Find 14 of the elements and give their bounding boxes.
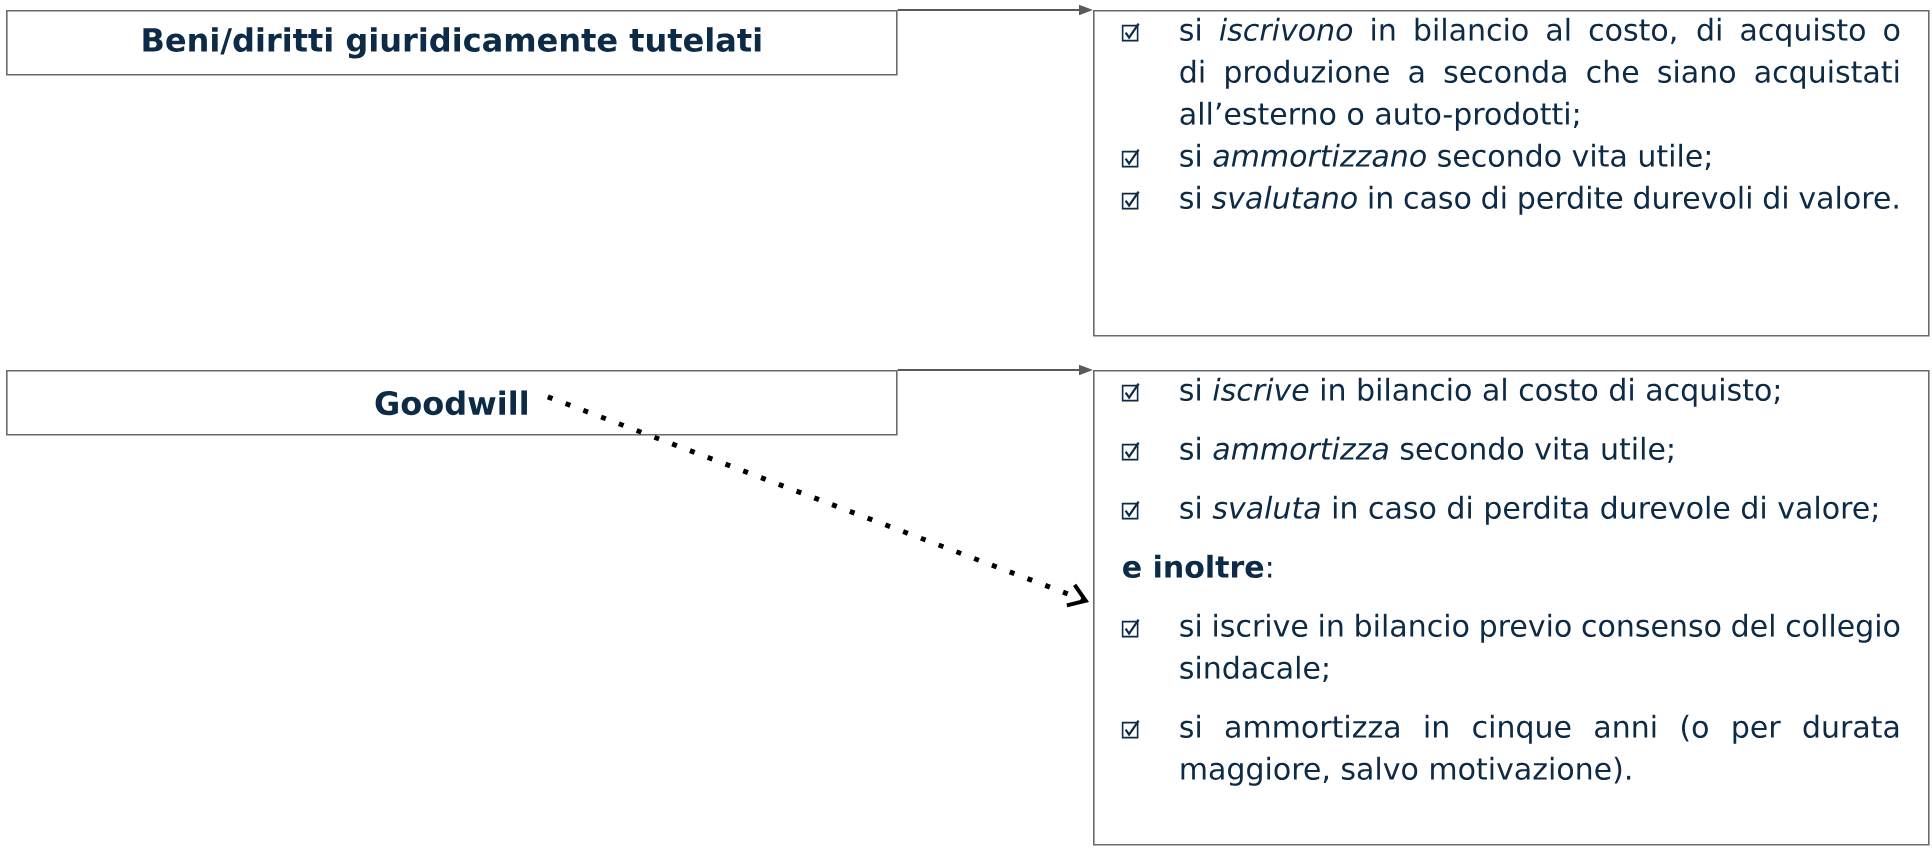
list-item: si svalutano in caso di perdite durevoli di valore.: [1180, 185, 1898, 215]
list-item: si svaluta in caso di perdita durevole di valore;: [1180, 495, 1877, 525]
list-item: si iscrive in bilancio previo consenso del collegio sindacale;: [1180, 613, 1900, 683]
list-item: si ammortizzano secondo vita utile;: [1180, 143, 1710, 171]
list-heading: e inoltre:: [1123, 554, 1272, 578]
label-box: Beni/diritti giuridicamente tutelati: [6, 10, 898, 76]
list-item: si ammortizza secondo vita utile;: [1180, 436, 1673, 464]
label-box: Goodwill: [6, 370, 898, 436]
list-item: si iscrivono in bilancio al costo, di acquisto o di produzione a seconda che siano acquistati all’esterno o auto-prodotti;: [1180, 17, 1900, 131]
arrow: [546, 394, 1089, 608]
text-box: [1093, 10, 1930, 337]
list-item: si iscrive in bilancio al costo di acquisto;: [1180, 377, 1779, 407]
text-box: [1093, 370, 1930, 846]
list-item: si ammortizza in cinque anni (o per durata maggiore, salvo motivazione).: [1180, 714, 1899, 786]
